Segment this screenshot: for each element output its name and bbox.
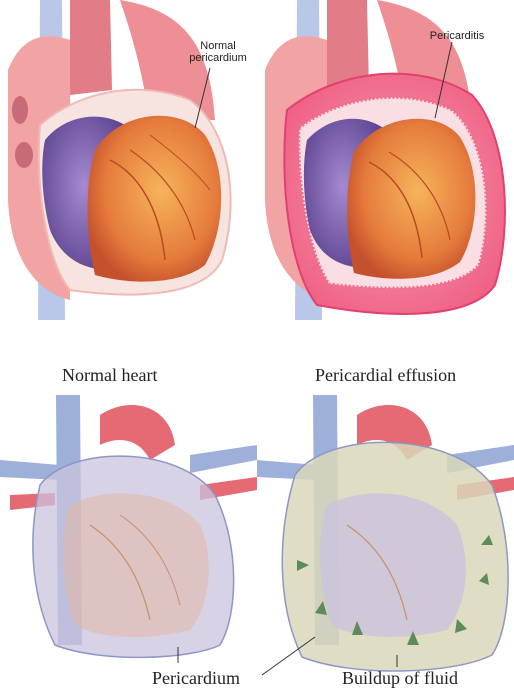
normal-pericardium-label-line2: pericardium [178, 52, 258, 64]
normal-heart-illustration: Normal heart [0, 345, 257, 694]
pericardium-label: Pericardium [152, 668, 240, 689]
normal-pericardium-label-line1: Normal [178, 40, 258, 52]
pericarditis-illustration: Pericarditis [257, 0, 514, 330]
normal-pericardium-illustration: Normal pericardium [0, 0, 257, 330]
pericardial-effusion-illustration: Pericardial effusion [257, 345, 514, 694]
pericardial-effusion-title: Pericardial effusion [315, 365, 456, 386]
normal-pericardium-label: Normal pericardium [178, 40, 258, 64]
buildup-of-fluid-label: Buildup of fluid [342, 668, 458, 689]
normal-heart-title: Normal heart [62, 365, 157, 386]
pericarditis-label: Pericarditis [417, 30, 497, 42]
